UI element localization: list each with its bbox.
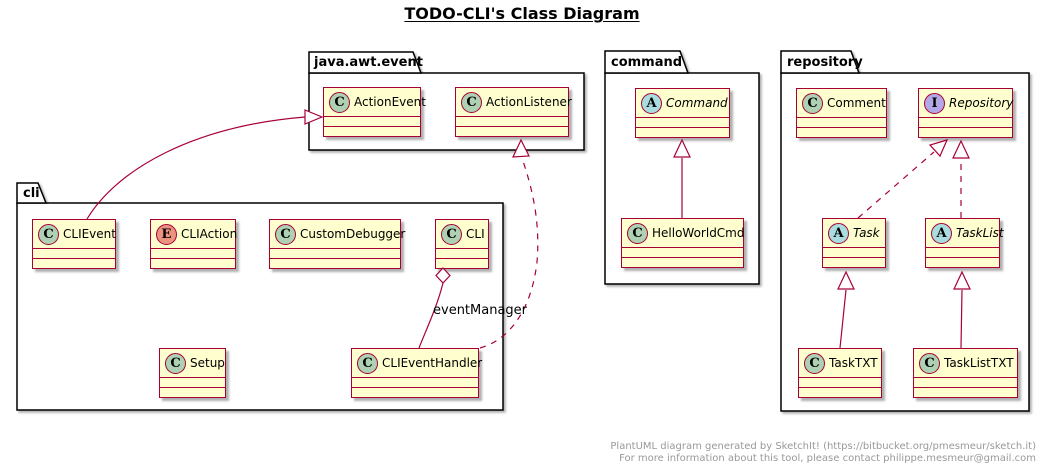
class-name: Comment [827,96,886,110]
interface-spot-icon: I [924,92,945,114]
methods-compartment [799,387,881,397]
inheritance-tasktxt-task [837,270,855,349]
enum-cliaction: E CLIAction [150,219,238,269]
class-actionlistener: C ActionListener [455,87,572,137]
class-actionevent: C ActionEvent [323,87,426,137]
class-name: CLIAction [181,227,238,241]
methods-compartment [352,387,478,397]
methods-compartment [324,126,420,136]
package-label-repository: repository [787,55,863,70]
footer-line2: For more information about this tool, pl… [619,453,1036,464]
realization-task-repository [857,139,949,219]
class-spot-icon: C [461,91,482,113]
class-spot-icon: C [441,223,462,245]
class-name: Task [853,226,880,240]
fields-compartment [160,377,225,387]
abstract-spot-icon: A [828,222,849,244]
methods-compartment [160,387,225,397]
abstract-spot-icon: A [641,92,662,114]
methods-compartment [33,258,115,268]
class-name: Command [666,96,728,110]
fields-compartment [33,248,115,258]
interface-repository: I Repository [918,88,1013,138]
class-name: Repository [949,96,1014,110]
fields-compartment [456,116,568,126]
abstract-spot-icon: A [931,222,952,244]
class-cli: C CLI [435,219,489,269]
class-name: TaskListTXT [944,356,1014,370]
class-tasklisttxt: C TaskListTXT [913,348,1018,398]
inheritance-clievent-actionevent [86,109,324,220]
methods-compartment [270,258,400,268]
footer-line1: PlantUML diagram generated by SketchIt! … [610,441,1036,452]
class-customdebugger: C CustomDebugger [269,219,405,269]
class-task: A Task [822,218,886,268]
class-name: CLI [466,227,485,241]
fields-compartment [352,377,478,387]
class-spot-icon: C [802,92,823,114]
enum-spot-icon: E [156,223,177,245]
class-tasktxt: C TaskTXT [798,348,882,398]
class-name: ActionEvent [354,95,426,109]
methods-compartment [622,257,743,267]
fields-compartment [324,116,420,126]
class-setup: C Setup [159,348,226,398]
fields-compartment [622,247,743,257]
class-name: CLIEvent [63,227,116,241]
package-label-java-awt-event: java.awt.event [314,55,423,70]
class-name: TaskList [956,226,1004,240]
fields-compartment [797,117,886,127]
class-name: TaskTXT [829,356,878,370]
class-name: Setup [190,356,225,370]
inheritance-helloworldcmd-command [673,138,691,218]
realization-tasklist-repository [952,139,970,218]
methods-compartment [636,127,729,137]
class-name: ActionListener [486,95,572,109]
fields-compartment [926,247,999,257]
fields-compartment [436,248,488,258]
class-spot-icon: C [165,352,186,374]
class-tasklist: A TaskList [925,218,1004,268]
fields-compartment [823,247,885,257]
fields-compartment [270,248,400,258]
class-spot-icon: C [357,352,378,374]
methods-compartment [456,126,568,136]
class-spot-icon: C [804,352,825,374]
class-spot-icon: C [627,222,648,244]
class-clievent: C CLIEvent [32,219,116,269]
diagram-title: TODO-CLI's Class Diagram [404,4,640,23]
inheritance-tasklisttxt-tasklist [953,270,971,349]
class-name: CLIEventHandler [382,356,483,370]
methods-compartment [797,127,886,137]
class-name: HelloWorldCmd [652,226,745,240]
class-spot-icon: C [329,91,350,113]
class-clieventhandler: C CLIEventHandler [351,348,483,398]
class-spot-icon: C [275,223,296,245]
methods-compartment [919,127,1012,137]
methods-compartment [914,387,1017,397]
fields-compartment [636,117,729,127]
class-command: A Command [635,88,730,138]
class-spot-icon: C [919,352,940,374]
fields-compartment [799,377,881,387]
class-helloworldcmd: C HelloWorldCmd [621,218,745,268]
class-comment: C Comment [796,88,887,138]
methods-compartment [151,258,235,268]
relation-label-eventmanager: eventManager [433,303,528,318]
fields-compartment [914,377,1017,387]
fields-compartment [151,248,235,258]
fields-compartment [919,117,1012,127]
class-name: CustomDebugger [300,227,406,241]
methods-compartment [926,257,999,267]
package-label-cli: cli [23,186,40,201]
class-spot-icon: C [38,223,59,245]
package-label-command: command [611,55,683,70]
footer-credits: PlantUML diagram generated by SketchIt! … [610,441,1036,465]
methods-compartment [436,258,488,268]
methods-compartment [823,257,885,267]
